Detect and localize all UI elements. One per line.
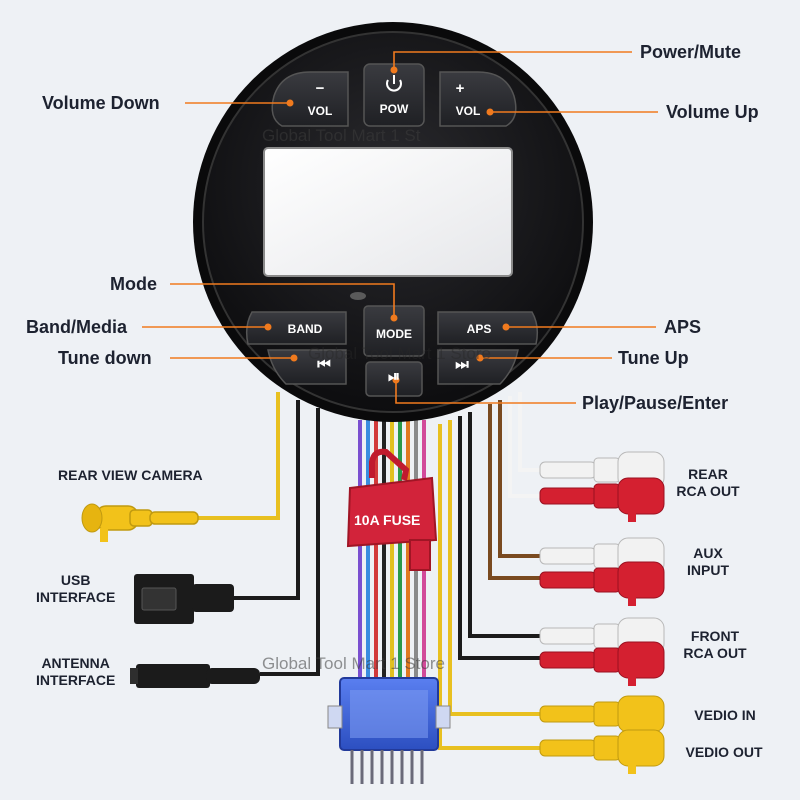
band-button[interactable]: BAND (287, 322, 323, 336)
callout-power-mute: Power/Mute (640, 42, 742, 62)
aps-button[interactable]: APS (466, 322, 492, 336)
lcd-screen (263, 147, 513, 277)
callout-dots (264, 66, 510, 384)
front-rca-red (539, 641, 665, 686)
callout-video-in: VEDIO IN (694, 707, 756, 723)
callout-rear-rca-out: REAR RCA OUT (676, 466, 740, 499)
callout-volume-up: Volume Up (666, 102, 759, 122)
callout-band-media: Band/Media (26, 317, 128, 337)
video-out-rca-yellow (539, 729, 665, 774)
callout-usb-interface: USB INTERFACE (36, 572, 116, 605)
pow-button[interactable]: POW (379, 102, 409, 116)
button-shapes (245, 63, 539, 397)
brand-logo (350, 292, 366, 300)
callout-tune-down: Tune down (58, 348, 152, 368)
vol-down-button-shape (271, 71, 349, 127)
power-icon (386, 75, 402, 92)
callout-volume-down: Volume Down (42, 93, 160, 113)
watermark-bottom: Global Tool Mart 1 Store (262, 654, 445, 673)
video-in-rca-yellow (539, 695, 665, 738)
aux-rca-white (539, 537, 665, 575)
fuse-label: 10A FUSE (354, 512, 421, 528)
rear-camera-plug (81, 503, 199, 542)
next-track-button[interactable]: ⏭ (455, 356, 469, 373)
callout-play-pause-enter: Play/Pause/Enter (582, 393, 729, 413)
callout-tune-up: Tune Up (618, 348, 689, 368)
watermark-top: Global Tool Mart 1 St (262, 126, 421, 145)
fuse-holder (346, 448, 438, 571)
aux-rca-red (539, 561, 665, 606)
watermark-middle: Global Tool Mart 1 Store (308, 344, 491, 363)
rca-plugs (539, 451, 665, 774)
vol-down-sign: − (315, 80, 325, 97)
play-pause-button[interactable]: ⏯ (387, 368, 400, 385)
callout-rear-view-camera: REAR VIEW CAMERA (58, 467, 203, 483)
callout-mode: Mode (110, 274, 157, 294)
vol-down-button[interactable]: VOL (307, 104, 333, 118)
band-button-shape (245, 311, 347, 345)
callout-aux-input: AUX INPUT (687, 545, 729, 578)
antenna-plug (130, 664, 260, 688)
rear-rca-red (539, 477, 665, 522)
prev-track-button[interactable]: ⏮ (317, 356, 331, 373)
callout-video-out: VEDIO OUT (685, 744, 763, 760)
usb-plug (134, 574, 234, 624)
callout-antenna-interface: ANTENNA INTERFACE (36, 655, 116, 688)
mode-button[interactable]: MODE (376, 327, 412, 341)
aps-button-shape (437, 311, 539, 345)
vol-up-sign: + (455, 80, 465, 97)
vol-up-button[interactable]: VOL (455, 104, 481, 118)
callout-aps: APS (664, 317, 702, 337)
harness-connector (327, 677, 451, 784)
callout-lines (142, 51, 658, 404)
callout-front-rca-out: FRONT RCA OUT (683, 628, 747, 661)
